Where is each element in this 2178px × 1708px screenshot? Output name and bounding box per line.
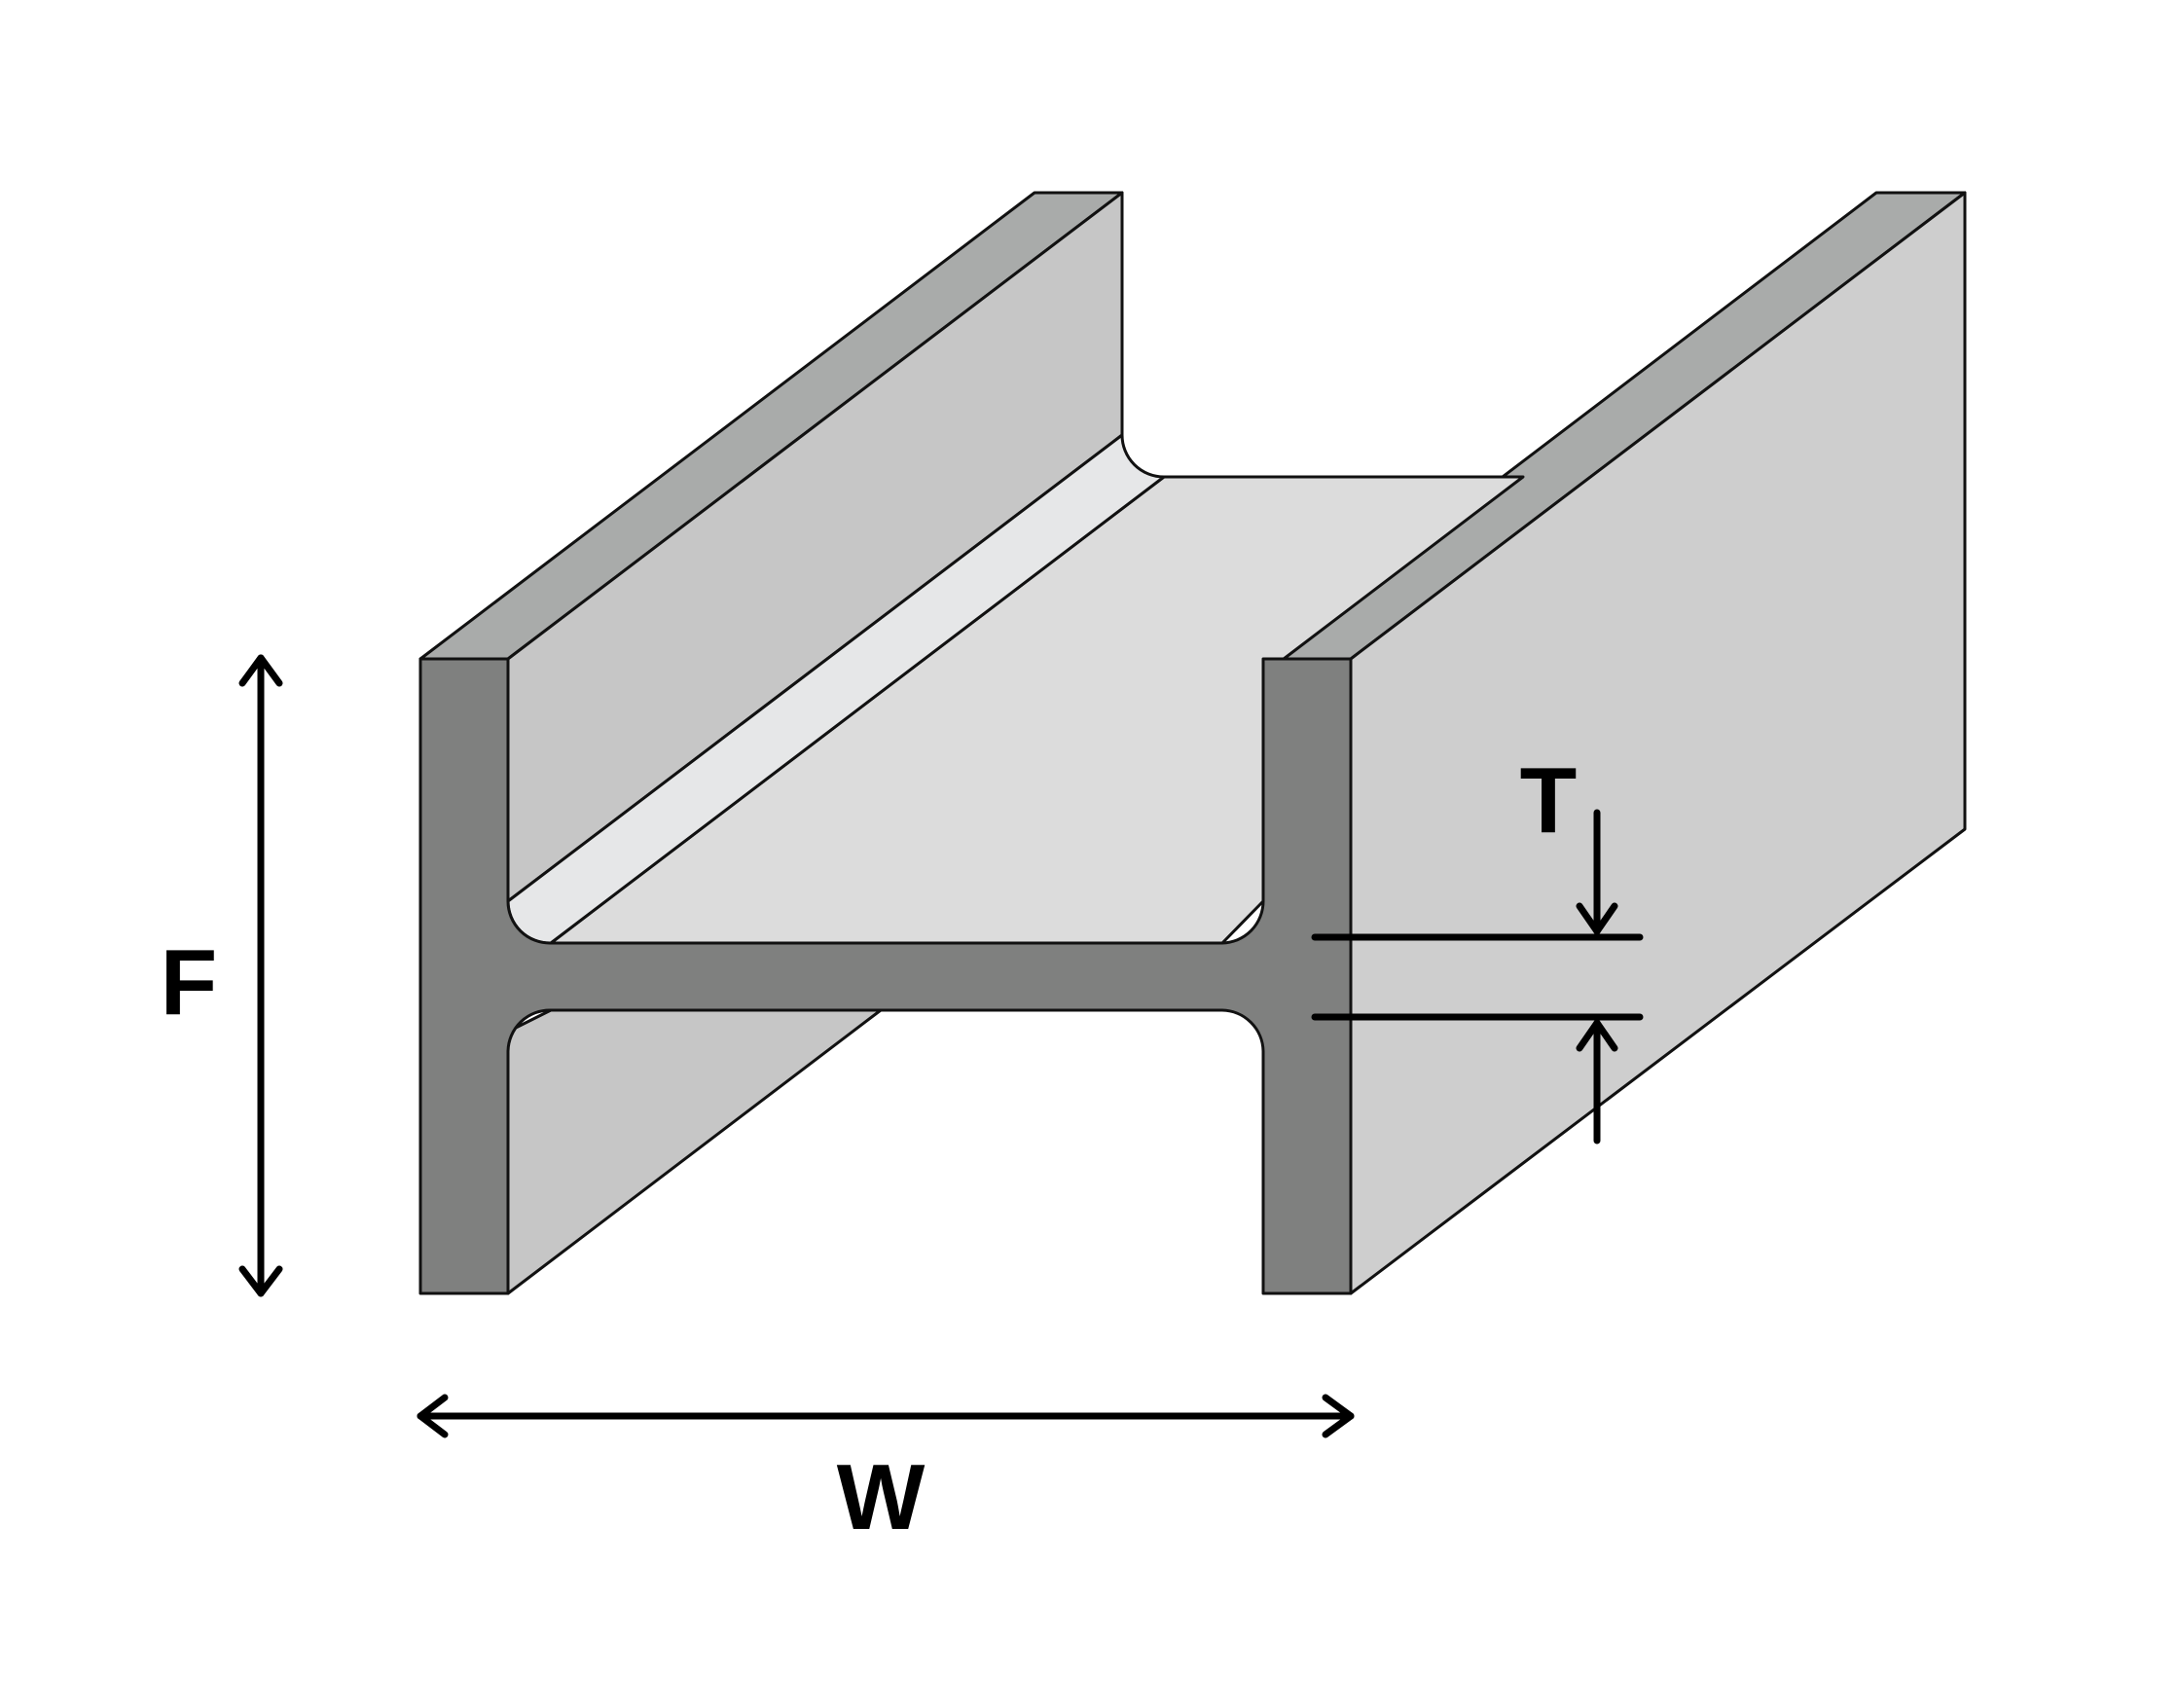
h-section-front-face	[418, 657, 1353, 1295]
dimension-t-label: T	[1520, 748, 1578, 853]
dimension-f-arrowhead-top	[238, 654, 283, 687]
dimension-t-arrowhead-down	[1576, 902, 1618, 935]
dimension-f: F	[161, 654, 283, 1297]
left-flange-inner-face-lower	[506, 1008, 883, 1295]
dimension-t: T	[1311, 748, 1644, 1145]
dimension-w-arrowhead-right	[1322, 1394, 1355, 1438]
dimension-w: W	[417, 1394, 1355, 1549]
dimension-w-arrowhead-left	[417, 1394, 449, 1438]
dimension-f-label: F	[161, 930, 218, 1035]
dimension-t-arrowhead-up	[1576, 1019, 1618, 1052]
dimension-w-label: W	[837, 1445, 926, 1549]
dimension-f-arrowhead-bottom	[238, 1265, 283, 1297]
